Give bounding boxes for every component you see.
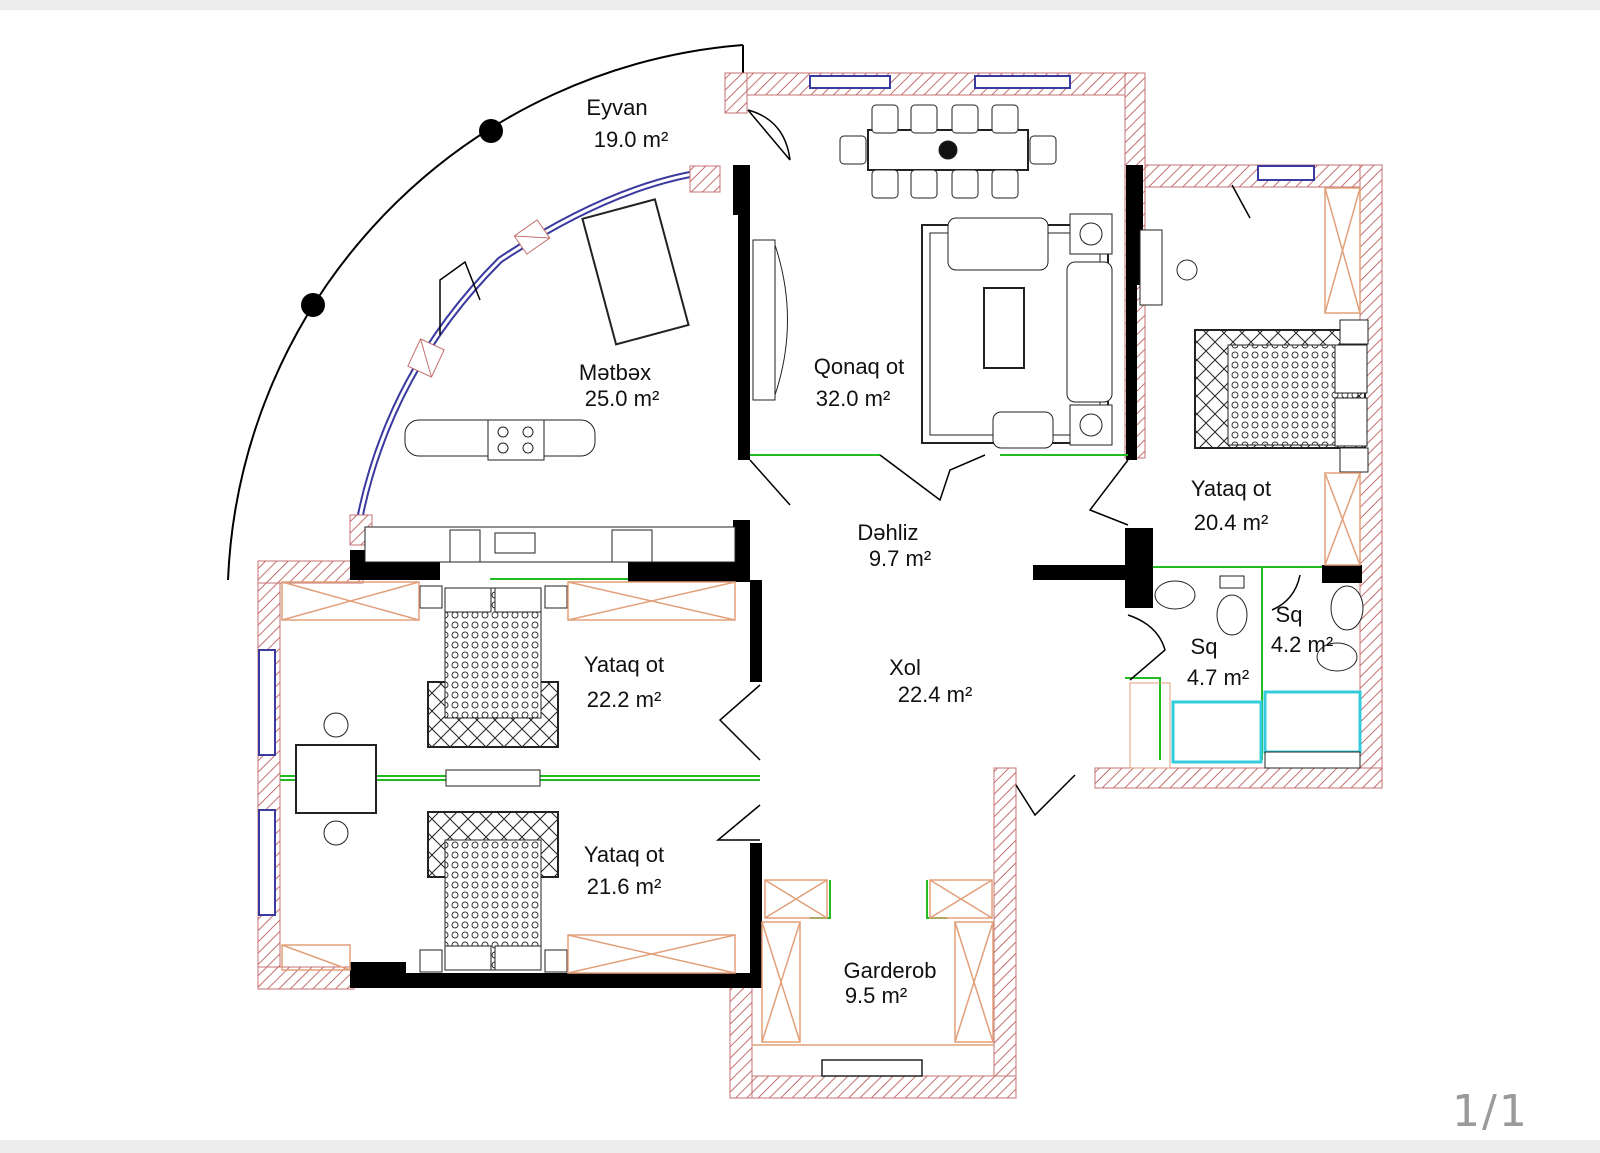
garderob-shelves: [752, 879, 994, 1077]
room-name-sq-right: Sq: [1276, 602, 1303, 627]
chair-icon: [323, 820, 349, 846]
room-name-yataq-mid: Yataq ot: [584, 652, 664, 677]
balcony-column: [479, 119, 503, 143]
bathrooms: [1129, 575, 1364, 769]
room-area-yataq-bottom: 21.6 m²: [587, 874, 662, 899]
room-name-yataq-right: Yataq ot: [1191, 476, 1271, 501]
windows: [258, 75, 1315, 916]
room-area-eyvan: 19.0 m²: [594, 127, 669, 152]
desk-left: [295, 712, 541, 846]
chair-icon: [323, 712, 349, 738]
balcony-column: [301, 293, 325, 317]
room-area-dehliz: 9.7 m²: [869, 546, 931, 571]
flower-centerpiece-icon: [938, 140, 958, 160]
room-area-metbex: 25.0 m²: [585, 386, 660, 411]
room-name-garderob: Garderob: [844, 958, 937, 983]
room-area-yataq-right: 20.4 m²: [1194, 510, 1269, 535]
room-name-xol: Xol: [889, 655, 921, 680]
room-name-metbex: Mətbəx: [579, 360, 651, 385]
wardrobes-left: [281, 581, 736, 974]
wardrobe-right: [1324, 187, 1361, 566]
interior-walls: [350, 165, 1362, 988]
room-name-sq-left: Sq: [1191, 634, 1218, 659]
bed-master: [1194, 319, 1369, 473]
room-area-sq-right: 4.2 m²: [1271, 632, 1333, 657]
bottom-toolbar-strip: [0, 1140, 1600, 1153]
dining-table: [839, 104, 1057, 199]
room-name-qonaq: Qonaq ot: [814, 354, 905, 379]
room-labels: Eyvan 19.0 m² Mətbəx 25.0 m² Qonaq ot 32…: [579, 95, 1333, 1008]
living-room-sofa-set: [752, 213, 1198, 449]
plant-icon: [1176, 259, 1198, 281]
kitchen-furniture: [364, 198, 736, 563]
room-name-eyvan: Eyvan: [586, 95, 647, 120]
page-indicator: 1/1: [1452, 1086, 1529, 1137]
room-name-dehliz: Dəhliz: [857, 520, 918, 545]
room-area-garderob: 9.5 m²: [845, 983, 907, 1008]
room-name-yataq-bottom: Yataq ot: [584, 842, 664, 867]
room-area-qonaq: 32.0 m²: [816, 386, 891, 411]
top-toolbar-strip: [0, 0, 1600, 10]
balcony-eyvan: [227, 44, 744, 581]
room-area-yataq-mid: 22.2 m²: [587, 687, 662, 712]
room-area-xol: 22.4 m²: [898, 682, 973, 707]
doors: [715, 109, 1301, 841]
room-area-sq-left: 4.7 m²: [1187, 665, 1249, 690]
bed-left-top: [419, 585, 568, 748]
bed-left-bottom: [419, 811, 568, 973]
